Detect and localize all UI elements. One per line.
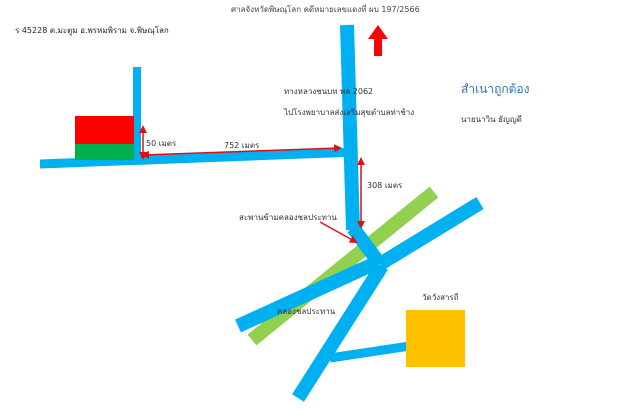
hospital-direction-label: ไปโรงพยาบาลส่งเสริมสุขตำบลท่าช้าง xyxy=(284,108,415,117)
dimension-arrow-752m xyxy=(141,144,342,159)
parcel-id: ร 45228 ต.มะตูม อ.พรหมพิราม จ.พิษณุโลก xyxy=(15,26,169,35)
distance-50m-label: 50 เมตร xyxy=(146,139,177,148)
distance-752m-label: 752 เมตร xyxy=(224,141,260,150)
land-plot-red xyxy=(75,116,134,144)
canal-label: คลองชลประทาน xyxy=(277,307,336,316)
road-to-temple xyxy=(329,341,411,363)
canal xyxy=(247,186,439,346)
court-title: ศาลจังหวัดพิษณุโลก คดีหมายเลขแดงที่ ผบ 1… xyxy=(231,5,420,14)
highway-label: ทางหลวงชนบท พล 2062 xyxy=(284,87,374,96)
north-arrow-icon xyxy=(368,25,388,56)
signer-name: นายนาวิน ธัญญดี xyxy=(461,115,522,124)
bridge-label: สะพานข้ามคลองชลประทาน xyxy=(239,213,337,222)
temple-label: วัดวังสารถี xyxy=(422,293,459,302)
road-upper-right xyxy=(376,197,484,270)
road-south xyxy=(292,262,388,402)
roads xyxy=(39,24,484,402)
bridge-pointer-arrow xyxy=(319,221,358,243)
road-highway-2062 xyxy=(340,24,360,231)
distance-308m-label: 308 เมตร xyxy=(367,181,403,190)
land-plot-green xyxy=(75,144,134,160)
road-lower-left xyxy=(235,255,381,333)
temple-building xyxy=(406,310,465,367)
certified-copy-label: สำเนาถูกต้อง xyxy=(461,82,530,96)
